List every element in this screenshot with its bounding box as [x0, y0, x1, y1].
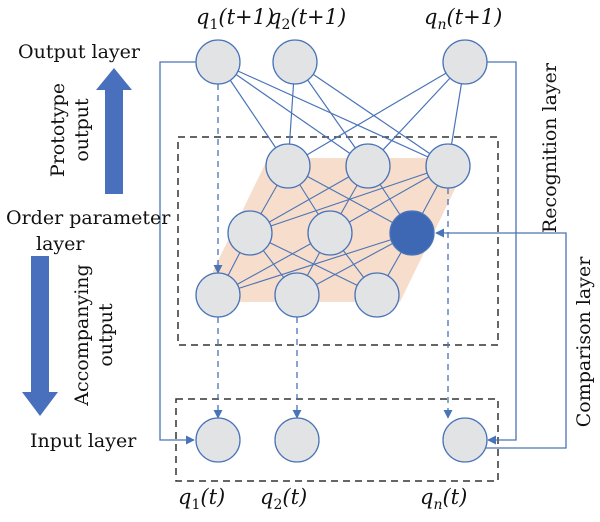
prototype-label-line1: Prototype: [47, 83, 69, 177]
order-node-mid-1: [227, 210, 273, 256]
recognition-layer-label: Recognition layer: [539, 62, 561, 233]
bottom-label-n: qn(t): [420, 485, 467, 513]
prototype-up-arrow: [96, 68, 132, 194]
input-node-1: [195, 417, 241, 463]
order-node-bot-2: [274, 272, 320, 318]
output-layer-label: Output layer: [18, 41, 141, 63]
order-node-top-2: [345, 143, 391, 189]
output-node-2: [272, 39, 318, 85]
recognition-line: [487, 61, 517, 445]
input-layer-label: Input layer: [30, 430, 137, 452]
order-node-active: [389, 210, 435, 256]
input-node-2: [274, 417, 320, 463]
order-node-top-3: [425, 143, 471, 189]
accompanying-label-line2: output: [95, 303, 117, 367]
order-parameter-label-line1: Order parameter: [6, 207, 171, 229]
bottom-label-1: q1(t): [178, 485, 225, 513]
comparison-layer-label: Comparison layer: [573, 256, 595, 427]
top-label-2: q2(t+1): [268, 5, 346, 33]
left-feedback-line: [159, 61, 196, 445]
order-node-bot-3: [354, 272, 400, 318]
order-node-top-1: [265, 143, 311, 189]
order-node-mid-2: [307, 210, 353, 256]
prototype-label-line2: output: [71, 98, 93, 162]
output-node-1: [195, 39, 241, 85]
order-parameter-label-line2: layer: [36, 233, 85, 255]
input-node-n: [442, 417, 488, 463]
nodes: [195, 39, 488, 463]
accompanying-down-arrow: [22, 256, 58, 416]
top-label-n: qn(t+1): [424, 5, 502, 33]
accompanying-label-line1: Accompanying: [71, 264, 93, 406]
dashed-arrows: [213, 84, 453, 419]
output-node-n: [442, 39, 488, 85]
comparison-line: [435, 228, 567, 449]
output-connections: [217, 61, 466, 167]
order-node-bot-1: [195, 272, 241, 318]
bottom-label-2: q2(t): [260, 485, 307, 513]
top-label-1: q1(t+1): [196, 5, 274, 33]
